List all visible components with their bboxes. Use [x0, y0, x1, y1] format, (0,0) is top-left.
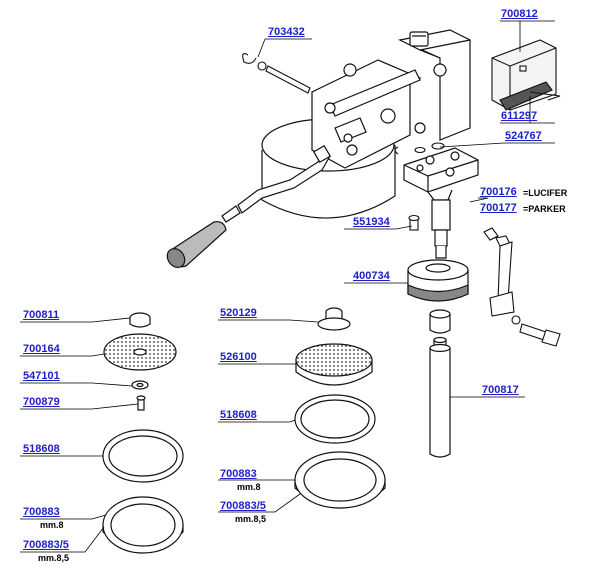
middle-column-parts: [294, 307, 386, 509]
left-column-parts: [102, 312, 184, 554]
part-700883-5-left-label[interactable]: 700883/5: [23, 539, 69, 551]
part-700177-note: =PARKER: [523, 204, 566, 214]
part-551934-label[interactable]: 551934: [353, 216, 390, 228]
part-700883-left-label[interactable]: 700883: [23, 506, 60, 518]
piston-cap-400734-icon: [407, 259, 469, 302]
oring-524767-icon: [394, 146, 399, 155]
part-700883-5-middle-label[interactable]: 700883/5: [220, 500, 266, 512]
part-700177-label[interactable]: 700177: [480, 202, 517, 214]
part-700811-label[interactable]: 700811: [23, 309, 60, 321]
part-703432-label[interactable]: 703432: [268, 26, 305, 38]
part-700883-middle-note: mm.8: [237, 482, 261, 492]
part-518608-middle-label[interactable]: 518608: [220, 409, 257, 421]
microswitch-icon: [491, 39, 561, 111]
part-518608-left-label[interactable]: 518608: [23, 443, 60, 455]
group-head-body: [261, 29, 471, 219]
part-526100-label[interactable]: 526100: [220, 351, 257, 363]
piston-rod-700817-icon: [429, 336, 451, 458]
part-547101-label[interactable]: 547101: [23, 370, 60, 382]
part-400734-label[interactable]: 400734: [353, 270, 390, 282]
linkage-arm-icon: [483, 227, 561, 347]
lever-handle: [166, 144, 332, 268]
part-524767-label[interactable]: 524767: [505, 130, 542, 142]
part-520129-label[interactable]: 520129: [220, 307, 257, 319]
part-700817-label[interactable]: 700817: [482, 384, 519, 396]
screw-551934-icon: [408, 214, 420, 231]
sleeve-icon: [429, 309, 451, 334]
part-700176-label[interactable]: 700176: [480, 186, 517, 198]
part-700883-5-middle-note: mm.8,5: [235, 514, 267, 524]
part-700879-label[interactable]: 700879: [23, 396, 60, 408]
part-611297-label[interactable]: 611297: [501, 110, 538, 122]
part-700164-label[interactable]: 700164: [23, 343, 60, 355]
part-700176-note: =LUCIFER: [523, 188, 568, 198]
solenoid-valve-icon: [403, 147, 479, 259]
part-700883-5-left-note: mm.8,5: [38, 553, 70, 563]
part-700883-middle-label[interactable]: 700883: [220, 468, 257, 480]
valve-orings-icon: [414, 142, 445, 154]
leader-lines: [20, 20, 555, 553]
pin-703432-icon: [242, 53, 311, 94]
part-700812-label[interactable]: 700812: [501, 8, 538, 20]
part-700883-left-note: mm.8: [40, 520, 64, 530]
